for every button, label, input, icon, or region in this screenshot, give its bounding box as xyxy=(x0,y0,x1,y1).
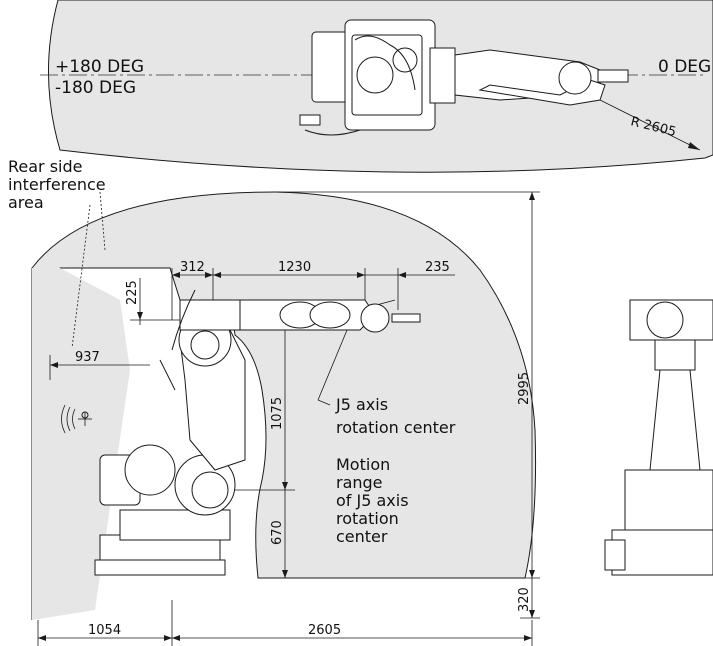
rear-area-label-line2: interference xyxy=(8,175,106,194)
dim-670: 670 xyxy=(270,520,285,545)
motion-label-line4: rotation xyxy=(336,509,399,528)
dim-312: 312 xyxy=(180,260,205,275)
angle-0-label: 0 DEG xyxy=(658,57,711,77)
motion-label-line5: center xyxy=(336,527,388,546)
radius-arrow xyxy=(688,142,700,150)
dim-235: 235 xyxy=(425,260,450,275)
robot-side-view xyxy=(81,289,421,576)
angle-pos-180-label: +180 DEG xyxy=(55,57,144,77)
dim-1230: 1230 xyxy=(278,260,311,275)
side-view-motion-range xyxy=(31,191,537,621)
dim-2605: 2605 xyxy=(308,623,341,638)
top-view: +180 DEG -180 DEG 0 DEG R 2605 xyxy=(40,0,713,173)
radius-line xyxy=(599,99,701,151)
dim-937: 937 xyxy=(75,350,100,365)
rear-area-cutout xyxy=(32,268,130,620)
rear-area-label-line1: Rear side xyxy=(8,157,83,176)
dim-1054: 1054 xyxy=(88,623,121,638)
robot-top-view xyxy=(299,19,629,136)
rear-area-label-line3: area xyxy=(8,193,44,212)
dimension-arrows xyxy=(38,192,535,641)
dim-1075: 1075 xyxy=(270,397,285,430)
j5-label-line2: rotation center xyxy=(336,418,456,437)
dim-320: 320 xyxy=(517,587,532,612)
base-rotation-marker xyxy=(61,404,92,434)
motion-label-line3: of J5 axis xyxy=(336,491,409,510)
j5-label-line1: J5 axis xyxy=(335,395,388,414)
side-view: Rear side interference area 312 1230 235… xyxy=(8,157,713,646)
dim-225: 225 xyxy=(125,280,140,305)
motion-label-line2: range xyxy=(336,473,383,492)
motion-label-line1: Motion xyxy=(336,455,390,474)
robot-front-view xyxy=(604,299,713,576)
angle-neg-180-label: -180 DEG xyxy=(55,78,136,98)
dim-2995: 2995 xyxy=(517,372,532,405)
